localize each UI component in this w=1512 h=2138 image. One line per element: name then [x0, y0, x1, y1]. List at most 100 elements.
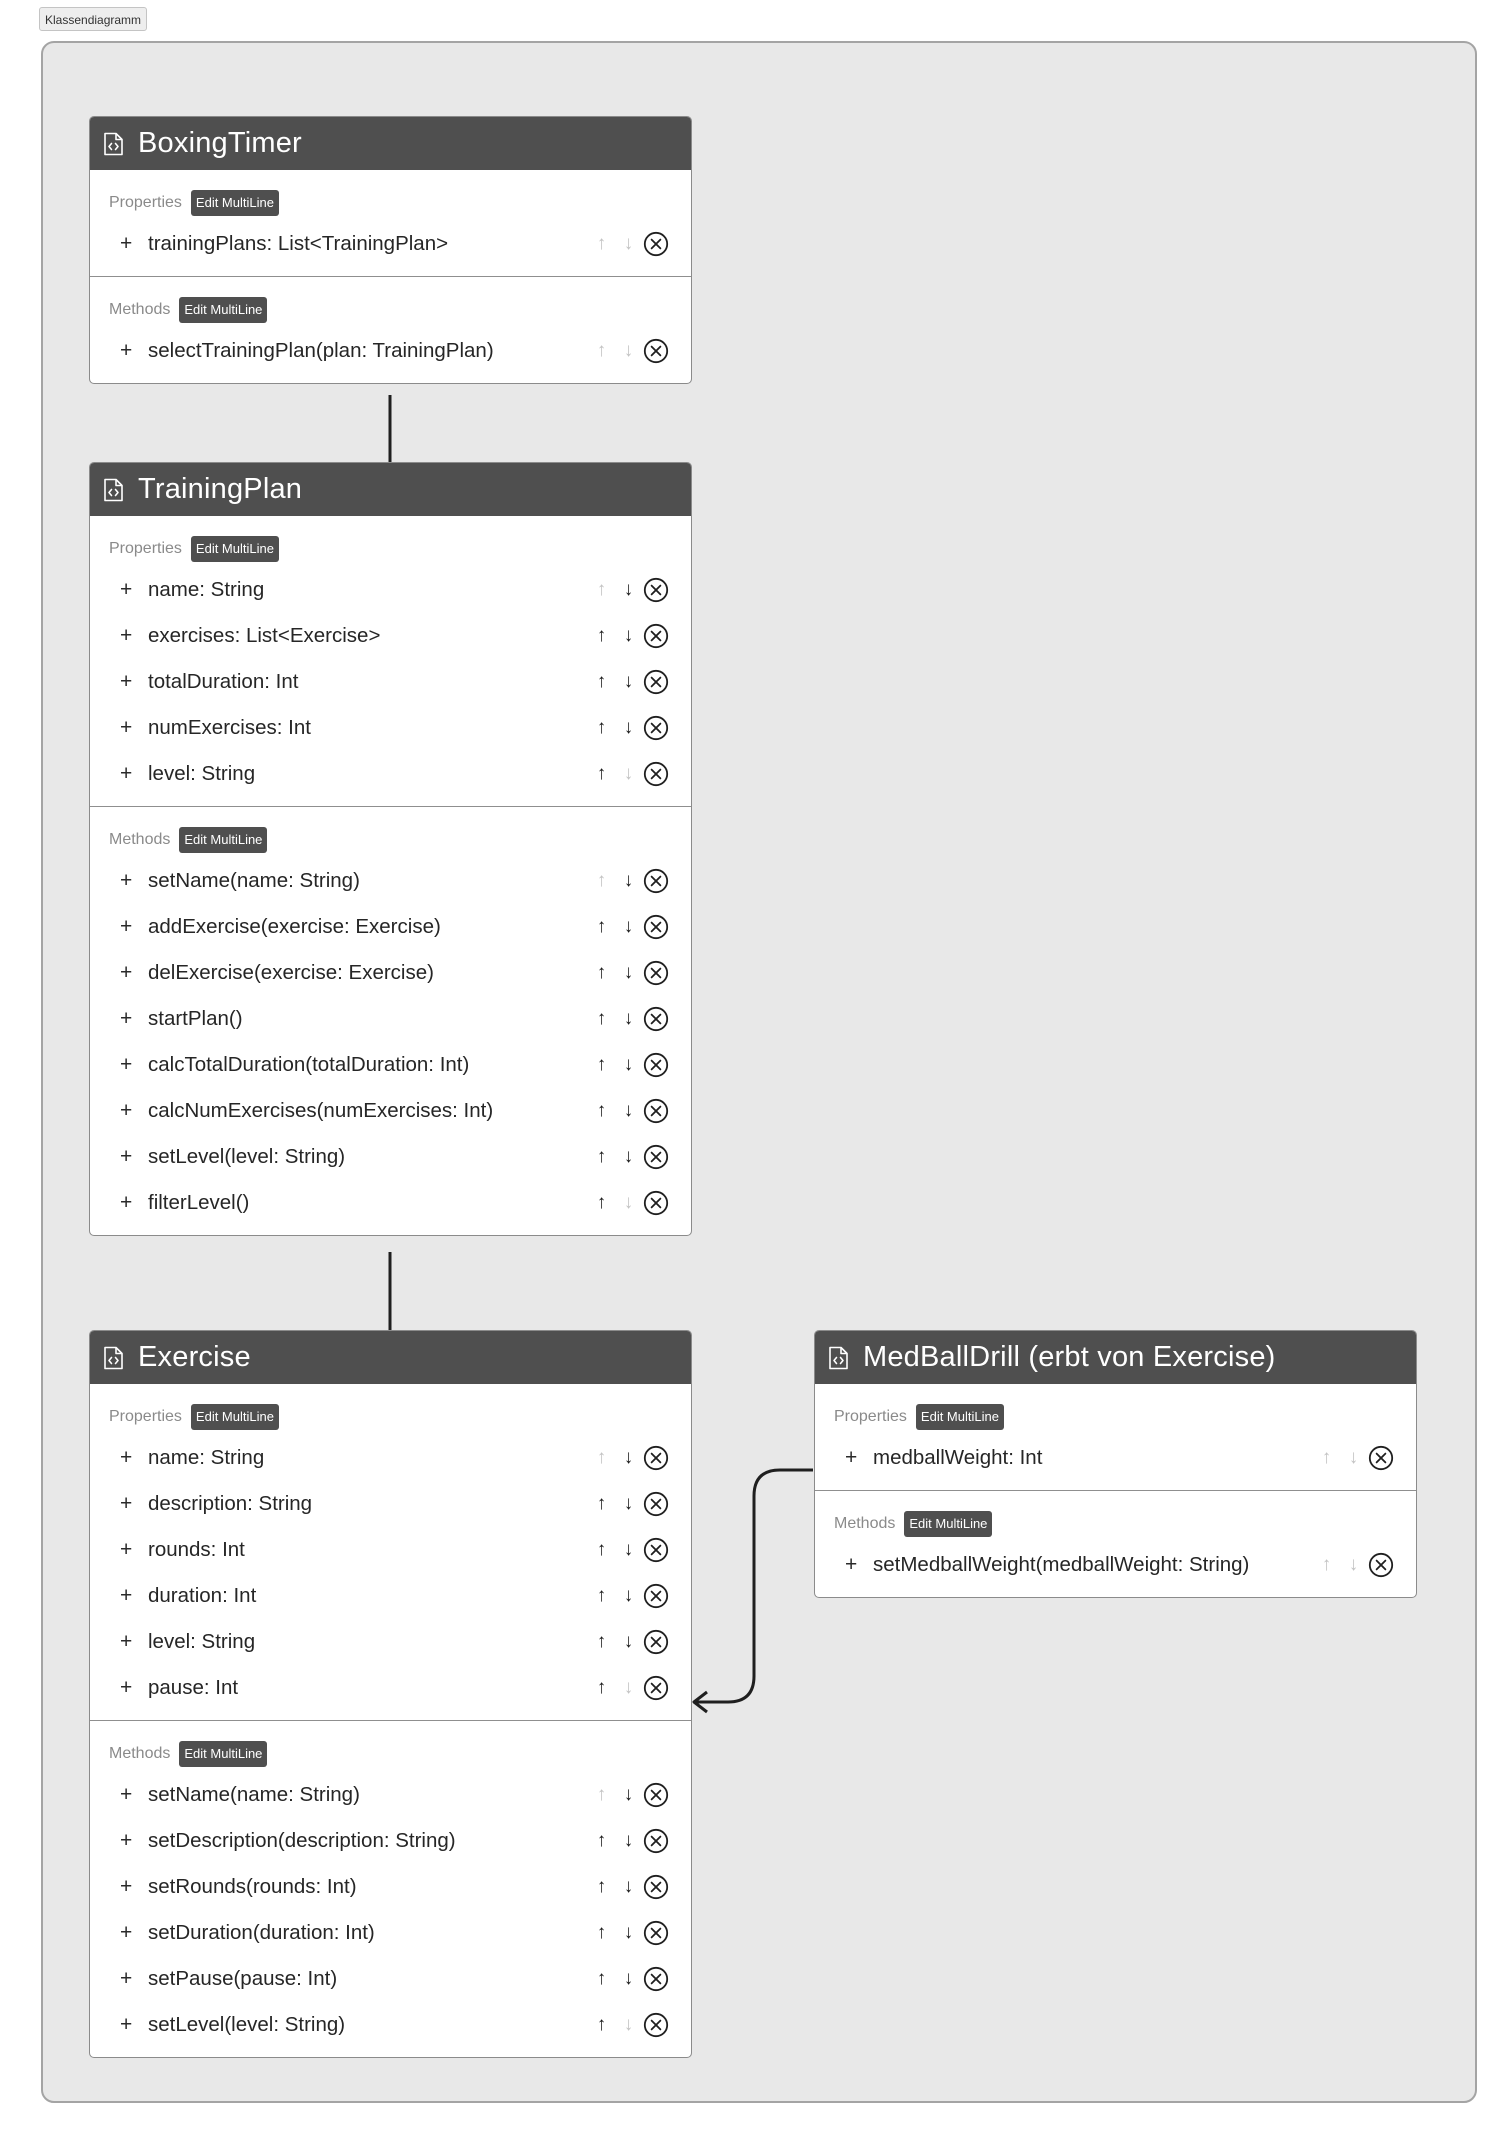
method-text[interactable]: setPause(pause: Int) [148, 1967, 338, 1990]
edit-multiline-button[interactable]: Edit MultiLine [904, 1511, 993, 1537]
class-box[interactable]: MedBallDrill (erbt von Exercise)Properti… [814, 1330, 1417, 1598]
method-text[interactable]: setMedballWeight(medballWeight: String) [873, 1553, 1250, 1576]
method-text[interactable]: setDuration(duration: Int) [148, 1921, 375, 1944]
move-up-arrow-icon[interactable]: ↑ [596, 1100, 607, 1121]
method-row[interactable]: +calcTotalDuration(totalDuration: Int)↑↓ [90, 1042, 691, 1088]
move-down-arrow-icon[interactable]: ↓ [623, 1008, 634, 1029]
property-row[interactable]: +level: String↑↓ [90, 751, 691, 797]
method-row[interactable]: +setDuration(duration: Int)↑↓ [90, 1910, 691, 1956]
property-text[interactable]: name: String [148, 1446, 265, 1469]
move-up-arrow-icon[interactable]: ↑ [596, 2014, 607, 2035]
move-up-arrow-icon[interactable]: ↑ [596, 1192, 607, 1213]
class-title[interactable]: TrainingPlan [138, 473, 303, 505]
edit-multiline-button[interactable]: Edit MultiLine [190, 536, 279, 562]
method-text[interactable]: filterLevel() [148, 1191, 250, 1214]
method-row[interactable]: +addExercise(exercise: Exercise)↑↓ [90, 904, 691, 950]
move-up-arrow-icon[interactable]: ↑ [596, 1493, 607, 1514]
delete-circle-x-icon[interactable] [643, 1537, 669, 1563]
delete-circle-x-icon[interactable] [643, 1828, 669, 1854]
method-row[interactable]: +calcNumExercises(numExercises: Int)↑↓ [90, 1088, 691, 1134]
edit-multiline-button[interactable]: Edit MultiLine [915, 1404, 1004, 1430]
delete-circle-x-icon[interactable] [643, 914, 669, 940]
move-down-arrow-icon[interactable]: ↓ [623, 1922, 634, 1943]
property-text[interactable]: level: String [148, 762, 256, 785]
move-up-arrow-icon[interactable]: ↑ [596, 1876, 607, 1897]
move-up-arrow-icon[interactable]: ↑ [596, 916, 607, 937]
delete-circle-x-icon[interactable] [643, 1052, 669, 1078]
delete-circle-x-icon[interactable] [643, 2012, 669, 2038]
move-up-arrow-icon[interactable]: ↑ [596, 625, 607, 646]
method-text[interactable]: selectTrainingPlan(plan: TrainingPlan) [148, 339, 494, 362]
move-up-arrow-icon[interactable]: ↑ [596, 671, 607, 692]
class-title[interactable]: MedBallDrill (erbt von Exercise) [863, 1341, 1276, 1373]
move-down-arrow-icon[interactable]: ↓ [623, 916, 634, 937]
edit-multiline-button[interactable]: Edit MultiLine [190, 190, 279, 216]
move-down-arrow-icon[interactable]: ↓ [623, 671, 634, 692]
move-up-arrow-icon[interactable]: ↑ [596, 763, 607, 784]
move-up-arrow-icon[interactable]: ↑ [596, 1922, 607, 1943]
class-header[interactable]: BoxingTimer [90, 117, 691, 170]
delete-circle-x-icon[interactable] [643, 761, 669, 787]
method-row[interactable]: +setName(name: String)↑↓ [90, 1772, 691, 1818]
method-text[interactable]: setLevel(level: String) [148, 2013, 346, 2036]
property-text[interactable]: description: String [148, 1492, 313, 1515]
property-row[interactable]: +name: String↑↓ [90, 567, 691, 613]
class-header[interactable]: Exercise [90, 1331, 691, 1384]
delete-circle-x-icon[interactable] [643, 1874, 669, 1900]
delete-circle-x-icon[interactable] [643, 1190, 669, 1216]
move-down-arrow-icon[interactable]: ↓ [623, 717, 634, 738]
move-up-arrow-icon[interactable]: ↑ [596, 1631, 607, 1652]
property-row[interactable]: +medballWeight: Int↑↓ [815, 1435, 1416, 1481]
property-text[interactable]: rounds: Int [148, 1538, 245, 1561]
method-row[interactable]: +setDescription(description: String)↑↓ [90, 1818, 691, 1864]
delete-circle-x-icon[interactable] [643, 868, 669, 894]
delete-circle-x-icon[interactable] [643, 1583, 669, 1609]
move-down-arrow-icon[interactable]: ↓ [623, 1830, 634, 1851]
method-row[interactable]: +delExercise(exercise: Exercise)↑↓ [90, 950, 691, 996]
move-down-arrow-icon[interactable]: ↓ [623, 579, 634, 600]
edit-multiline-button[interactable]: Edit MultiLine [179, 297, 268, 323]
move-up-arrow-icon[interactable]: ↑ [596, 717, 607, 738]
delete-circle-x-icon[interactable] [643, 1491, 669, 1517]
move-down-arrow-icon[interactable]: ↓ [623, 1631, 634, 1652]
method-text[interactable]: calcNumExercises(numExercises: Int) [148, 1099, 494, 1122]
move-down-arrow-icon[interactable]: ↓ [623, 1100, 634, 1121]
delete-circle-x-icon[interactable] [643, 960, 669, 986]
method-text[interactable]: setRounds(rounds: Int) [148, 1875, 357, 1898]
delete-circle-x-icon[interactable] [643, 577, 669, 603]
delete-circle-x-icon[interactable] [643, 1098, 669, 1124]
property-row[interactable]: +totalDuration: Int↑↓ [90, 659, 691, 705]
method-row[interactable]: +setMedballWeight(medballWeight: String)… [815, 1542, 1416, 1588]
method-row[interactable]: +setPause(pause: Int)↑↓ [90, 1956, 691, 2002]
delete-circle-x-icon[interactable] [643, 715, 669, 741]
property-text[interactable]: duration: Int [148, 1584, 257, 1607]
edit-multiline-button[interactable]: Edit MultiLine [190, 1404, 279, 1430]
move-up-arrow-icon[interactable]: ↑ [596, 962, 607, 983]
property-row[interactable]: +level: String↑↓ [90, 1619, 691, 1665]
move-down-arrow-icon[interactable]: ↓ [623, 1784, 634, 1805]
move-up-arrow-icon[interactable]: ↑ [596, 1539, 607, 1560]
method-text[interactable]: addExercise(exercise: Exercise) [148, 915, 441, 938]
method-row[interactable]: +selectTrainingPlan(plan: TrainingPlan)↑… [90, 328, 691, 374]
move-up-arrow-icon[interactable]: ↑ [596, 1146, 607, 1167]
move-down-arrow-icon[interactable]: ↓ [623, 870, 634, 891]
delete-circle-x-icon[interactable] [1368, 1445, 1394, 1471]
property-row[interactable]: +pause: Int↑↓ [90, 1665, 691, 1711]
property-text[interactable]: name: String [148, 578, 265, 601]
property-row[interactable]: +duration: Int↑↓ [90, 1573, 691, 1619]
property-row[interactable]: +trainingPlans: List<TrainingPlan>↑↓ [90, 221, 691, 267]
method-row[interactable]: +startPlan()↑↓ [90, 996, 691, 1042]
move-down-arrow-icon[interactable]: ↓ [623, 1539, 634, 1560]
method-row[interactable]: +setRounds(rounds: Int)↑↓ [90, 1864, 691, 1910]
method-row[interactable]: +setLevel(level: String)↑↓ [90, 1134, 691, 1180]
property-text[interactable]: trainingPlans: List<TrainingPlan> [148, 232, 449, 255]
delete-circle-x-icon[interactable] [643, 669, 669, 695]
delete-circle-x-icon[interactable] [643, 1966, 669, 1992]
property-text[interactable]: medballWeight: Int [873, 1446, 1043, 1469]
property-row[interactable]: +rounds: Int↑↓ [90, 1527, 691, 1573]
move-up-arrow-icon[interactable]: ↑ [596, 1008, 607, 1029]
move-down-arrow-icon[interactable]: ↓ [623, 1968, 634, 1989]
property-row[interactable]: +numExercises: Int↑↓ [90, 705, 691, 751]
